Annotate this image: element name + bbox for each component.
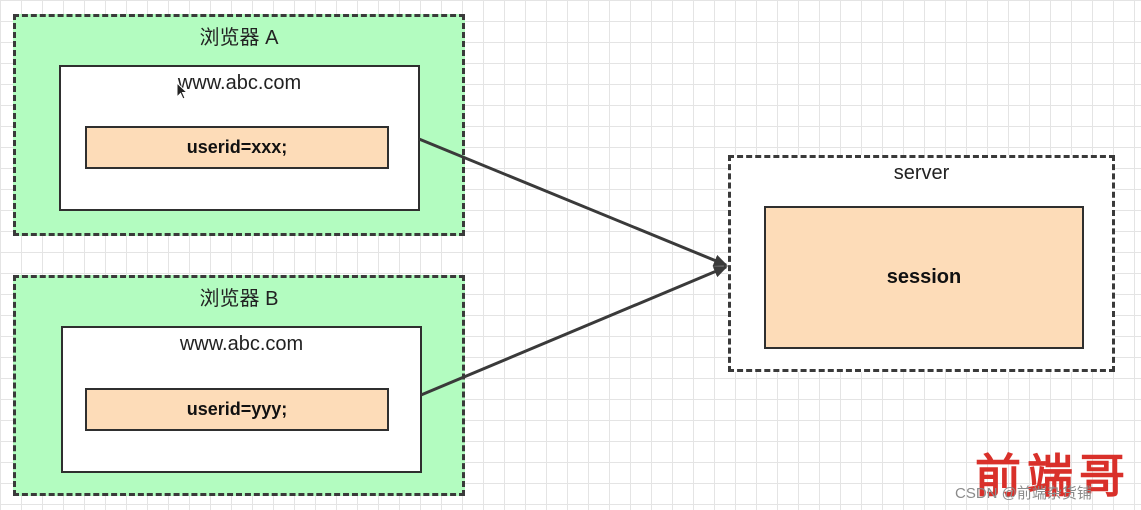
browser-a-container: 浏览器 A www.abc.com userid=xxx; (13, 14, 465, 236)
browser-a-page-url: www.abc.com (177, 72, 302, 94)
session-box: session (764, 206, 1084, 349)
watermark-logo: 前端哥 (975, 449, 1131, 503)
browser-a-page: www.abc.com userid=xxx; (59, 65, 420, 211)
server-container: server session (728, 155, 1115, 372)
browser-b-container: 浏览器 B www.abc.com userid=yyy; (13, 275, 465, 496)
browser-b-page: www.abc.com userid=yyy; (61, 326, 422, 473)
browser-b-page-url: www.abc.com (179, 333, 304, 355)
browser-b-cookie: userid=yyy; (85, 388, 389, 431)
server-title: server (893, 162, 950, 184)
browser-b-title: 浏览器 B (199, 288, 279, 310)
arrow-b-to-server (420, 265, 728, 397)
browser-a-title: 浏览器 A (199, 27, 279, 49)
watermark-text: CSDN @前端杂货铺 (955, 485, 1092, 502)
arrow-a-to-server (418, 137, 728, 267)
browser-a-cookie: userid=xxx; (85, 126, 389, 169)
mouse-cursor-icon (176, 82, 189, 100)
